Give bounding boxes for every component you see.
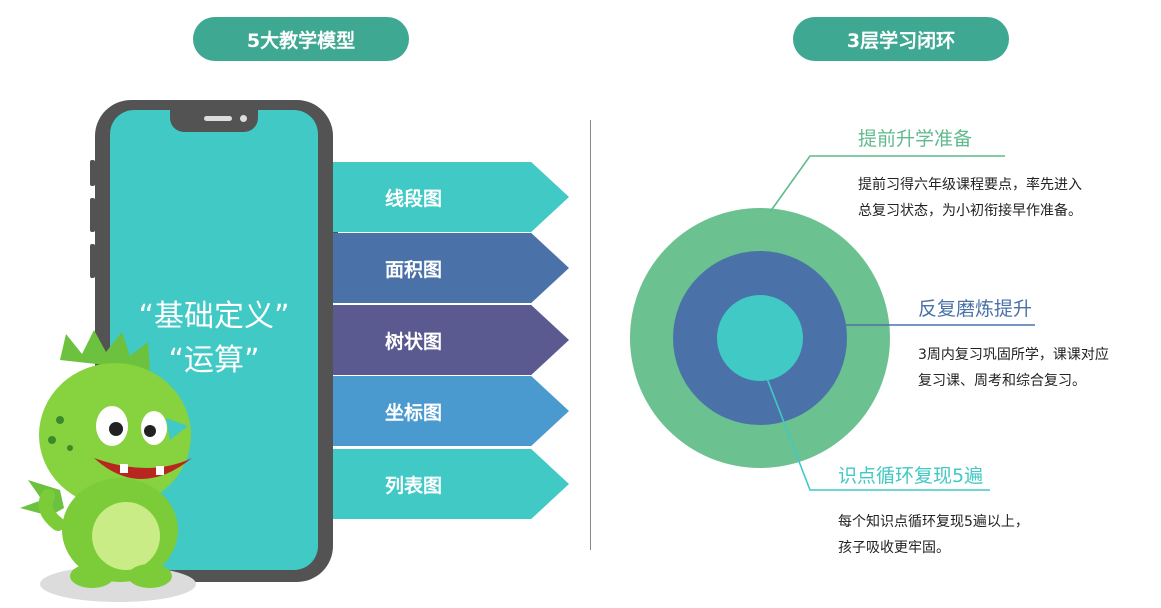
arrow-tree-diagram: 树状图	[333, 305, 569, 375]
arrow-label: 线段图	[385, 187, 443, 210]
loop-title-repeat: 反复磨炼提升	[918, 298, 1033, 320]
arrow-label: 面积图	[385, 258, 443, 281]
loop-desc-line: 3周内复习巩固所学，课课对应	[918, 347, 1109, 363]
header-teaching-models: 5大教学模型	[193, 17, 409, 61]
loop-desc-line: 孩子吸收更牢固。	[838, 540, 950, 556]
arrow-label: 坐标图	[385, 401, 443, 424]
arrow-line-diagram: 线段图	[333, 162, 569, 232]
dinosaur-mascot-icon	[20, 330, 196, 602]
phone-text-definition: “基础定义”	[138, 299, 290, 334]
leader-line-inner	[757, 354, 990, 491]
loop-title-advance: 提前升学准备	[858, 128, 973, 150]
leader-line-outer	[769, 155, 1005, 213]
loop-desc-line: 复习课、周考和综合复习。	[918, 373, 1086, 389]
arrow-list-diagram: 列表图	[333, 449, 569, 519]
section-divider	[590, 120, 591, 550]
arrow-area-diagram: 面积图	[333, 233, 569, 303]
inner-ring	[717, 295, 803, 381]
phone-camera	[240, 115, 247, 122]
loop-desc-repeat: 3周内复习巩固所学，课课对应 复习课、周考和综合复习。	[918, 342, 1109, 394]
arrow-label: 列表图	[385, 474, 443, 497]
arrow-label: 树状图	[385, 330, 443, 353]
loop-desc-line: 每个知识点循环复现5遍以上，	[838, 514, 1029, 530]
loop-desc-line: 提前习得六年级课程要点，率先进入	[858, 177, 1082, 193]
loop-desc-line: 总复习状态，为小初衔接早作准备。	[858, 203, 1082, 219]
phone-text-operation: “运算”	[168, 343, 260, 378]
arrow-coordinate-diagram: 坐标图	[333, 376, 569, 446]
loop-desc-cycle: 每个知识点循环复现5遍以上， 孩子吸收更牢固。	[838, 509, 1029, 561]
phone-side-button	[90, 198, 95, 232]
header-learning-loop: 3层学习闭环	[793, 17, 1009, 61]
phone-speaker	[204, 116, 232, 121]
loop-desc-advance: 提前习得六年级课程要点，率先进入 总复习状态，为小初衔接早作准备。	[858, 172, 1082, 224]
loop-title-cycle: 识点循环复现5遍	[838, 465, 984, 487]
phone-side-button	[90, 244, 95, 278]
phone-side-button	[90, 160, 95, 186]
phone-notch	[170, 110, 258, 132]
